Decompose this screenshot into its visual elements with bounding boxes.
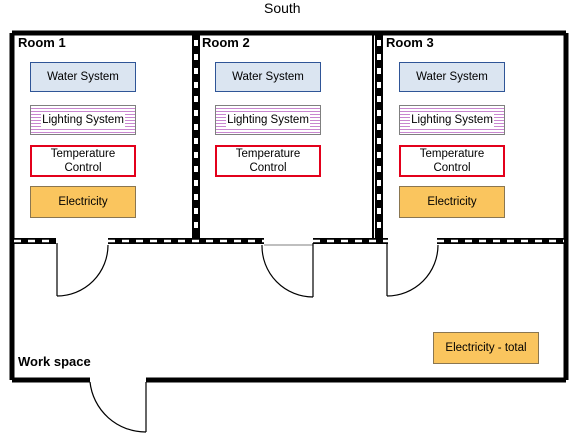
room-3-water-system: Water System [399,62,505,92]
workspace-label: Work space [18,354,91,369]
electricity-total: Electricity - total [433,332,539,364]
compass-label: South [264,0,301,16]
room-1-water-system: Water System [30,62,136,92]
door-room-2 [261,243,314,298]
room-1-label: Room 1 [18,35,66,50]
room-2-water-system: Water System [215,62,321,92]
door-workspace [89,381,147,433]
outer-walls [9,30,569,383]
door-room-1 [56,243,109,297]
room-2-lighting-system: Lighting System [215,105,321,135]
corridor-wall [12,238,566,246]
room-2-label: Room 2 [202,35,250,50]
room-3-lighting-system: Lighting System [399,105,505,135]
room-1-electricity: Electricity [30,186,136,218]
room-3-label: Room 3 [386,35,434,50]
door-room-3 [386,243,439,297]
room-1-lighting-system: Lighting System [30,105,136,135]
room-3-electricity: Electricity [399,186,505,218]
